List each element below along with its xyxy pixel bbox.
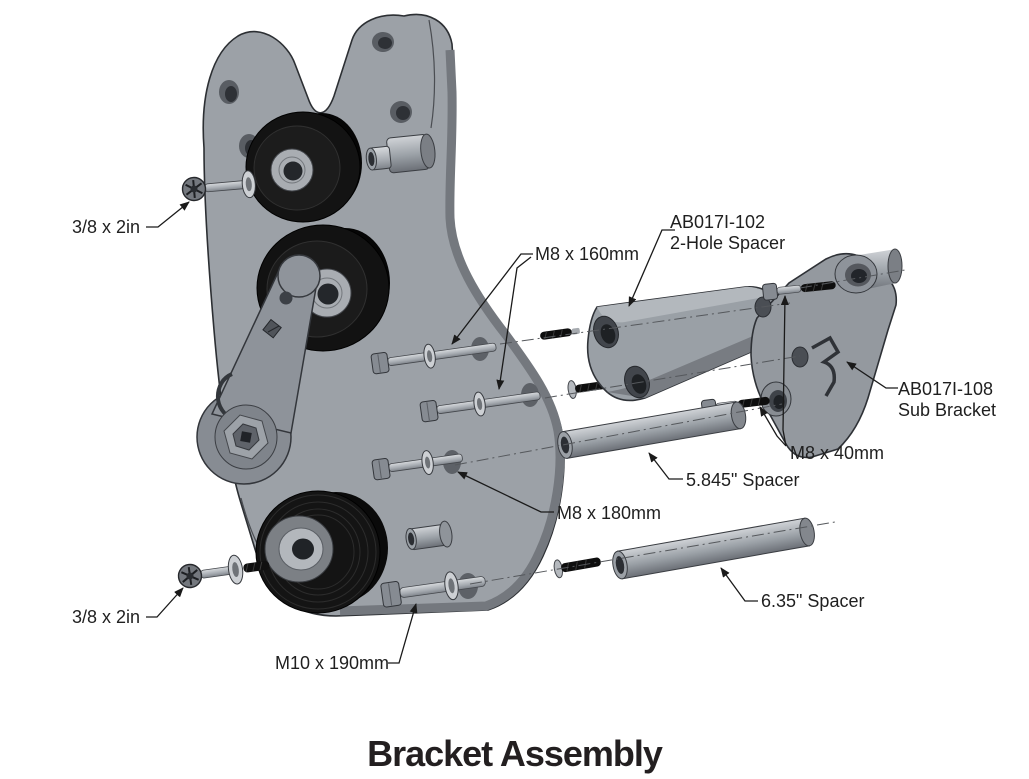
bolt-m8x160-upper bbox=[370, 342, 497, 375]
small-bushing bbox=[405, 520, 453, 551]
callout-m8-160: M8 x 160mm bbox=[535, 244, 640, 264]
bolt-m10x190 bbox=[380, 571, 486, 608]
grooved-pulley-bottom bbox=[255, 490, 388, 614]
stepped-sleeve-bushing bbox=[365, 133, 436, 174]
centerlines bbox=[454, 269, 906, 585]
callout-m8-40: M8 x 40mm bbox=[790, 443, 885, 463]
callout-bolt-bottom: 3/8 x 2in bbox=[72, 607, 141, 627]
spacer-635 bbox=[612, 517, 815, 580]
bolt-3-8x2in-top bbox=[181, 170, 256, 202]
callout-bolt-top: 3/8 x 2in bbox=[72, 217, 141, 237]
bolt-3-8x2in-bottom bbox=[177, 554, 270, 589]
diagram-title: Bracket Assembly bbox=[367, 733, 663, 774]
leader-lines bbox=[146, 201, 898, 664]
callout-m10-190: M10 x 190mm bbox=[275, 653, 390, 673]
callout-spacer-635: 6.35" Spacer bbox=[761, 591, 865, 611]
bolt-m8x180 bbox=[371, 450, 463, 481]
callout-m8-180: M8 x 180mm bbox=[557, 503, 662, 523]
callout-sub-bracket: AB017I-108 Sub Bracket bbox=[898, 379, 996, 421]
part-name: 2-Hole Spacer bbox=[670, 233, 786, 253]
idler-pulley-top bbox=[245, 111, 362, 223]
part-name: Sub Bracket bbox=[898, 400, 997, 420]
sub-bracket bbox=[750, 248, 903, 459]
bolt-m8x40-top bbox=[762, 281, 836, 301]
tensioner-assembly bbox=[196, 254, 321, 485]
part-number: AB017I-102 bbox=[670, 212, 766, 232]
plate-edge-thickness bbox=[339, 49, 565, 616]
bolt-m8x160-lower bbox=[419, 391, 541, 423]
spacer-5845 bbox=[557, 401, 747, 459]
callout-two-hole-spacer: AB017I-102 2-Hole Spacer bbox=[670, 212, 785, 254]
callout-spacer-5845: 5.845" Spacer bbox=[686, 470, 800, 490]
two-hole-spacer bbox=[586, 286, 785, 402]
part-number: AB017I-108 bbox=[898, 379, 994, 399]
